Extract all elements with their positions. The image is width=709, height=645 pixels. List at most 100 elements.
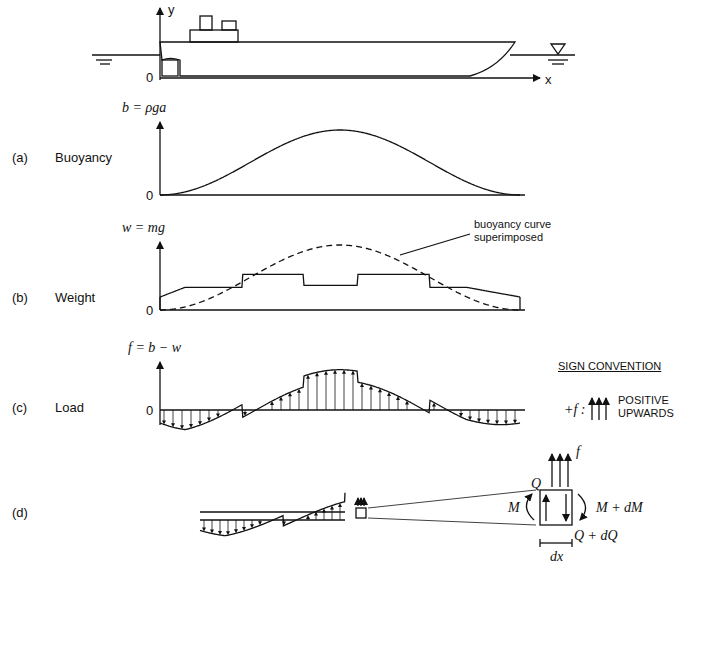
load-arrow [204, 520, 205, 529]
arrowhead [378, 388, 382, 392]
load-arrow [344, 373, 345, 410]
load-arrow [340, 506, 341, 520]
load-arrow [357, 498, 358, 506]
arrowhead [288, 392, 292, 396]
wheelhouse [222, 21, 236, 30]
load-arrow [326, 374, 327, 410]
arrowhead [216, 413, 220, 417]
arrowhead [189, 424, 193, 428]
arrowhead [306, 515, 310, 519]
x-axis [160, 77, 540, 78]
arrowhead [210, 530, 214, 534]
load-arrow [164, 410, 165, 421]
waterline [510, 54, 575, 55]
arrowhead [338, 503, 342, 507]
label: Buoyancy [55, 150, 112, 165]
ship-drawing [92, 8, 575, 80]
load-arrow [220, 520, 221, 532]
label: dx [550, 549, 563, 564]
load-arrow [332, 509, 333, 520]
arrowhead [486, 420, 490, 424]
sign-arrow [591, 398, 592, 420]
waterline [92, 54, 160, 55]
load-arrow [200, 410, 201, 422]
label: +f : [564, 402, 586, 417]
label: f [576, 444, 580, 459]
label: Weight [55, 290, 95, 305]
funnel [200, 16, 212, 30]
load-arrow [228, 520, 229, 532]
load-arrow [290, 395, 291, 410]
label: M [508, 500, 520, 515]
load-arrow [497, 410, 498, 422]
buoyancy-curve [160, 130, 520, 195]
load-arrow [488, 410, 489, 421]
load-arrow [191, 410, 192, 425]
label: y [168, 2, 175, 17]
load-arrow [362, 386, 363, 410]
element [540, 490, 572, 525]
arrowhead [243, 412, 247, 416]
f-arrow [567, 454, 568, 487]
label: x [545, 72, 552, 87]
arrowhead [504, 421, 508, 425]
f-arrow [551, 454, 552, 487]
weight-curve [519, 297, 520, 310]
load-arrow [236, 520, 237, 530]
moment-arrow [578, 494, 586, 520]
label: 0 [146, 303, 153, 318]
label: (a) [12, 150, 28, 165]
arrowhead [369, 385, 373, 389]
label: (b) [12, 290, 28, 305]
label: Q [531, 476, 541, 491]
load-curve-piece [200, 493, 345, 536]
zoom-line [368, 518, 536, 525]
arrowhead [279, 397, 283, 401]
sign-arrow [598, 398, 599, 420]
arrowhead [270, 401, 274, 405]
load-arrow [182, 410, 183, 426]
label: f = b − w [128, 340, 181, 355]
arrowhead [513, 420, 517, 424]
arrowhead [202, 528, 206, 532]
axis [159, 122, 160, 195]
arrowhead [226, 531, 230, 535]
load-arrow [281, 400, 282, 410]
rudder [162, 60, 178, 76]
water-mark [552, 63, 564, 64]
arrowhead [282, 522, 286, 526]
label: 0 [146, 403, 153, 418]
label: 0 [146, 70, 153, 85]
load-arrow [209, 410, 210, 419]
load-arrow [515, 410, 516, 421]
buoyancy-curve-dashed [160, 245, 520, 310]
arrowhead [495, 421, 499, 425]
axis [159, 242, 160, 310]
curves [160, 130, 520, 536]
axis [159, 362, 160, 425]
load-arrow [335, 373, 336, 410]
arrowhead [322, 508, 326, 512]
arrowhead [387, 392, 391, 396]
water-mark [100, 63, 110, 64]
arrowhead [207, 418, 211, 422]
moment-arrow [526, 494, 534, 520]
load-arrow [470, 410, 471, 417]
weight-curve [159, 297, 160, 310]
label: b = ρga [122, 100, 166, 115]
arrowhead [477, 418, 481, 422]
weight-curve [160, 274, 520, 297]
label: w = mg [122, 220, 165, 235]
sign-arrow [605, 398, 606, 420]
axis [160, 194, 525, 195]
label: SIGN CONVENTION [558, 360, 661, 373]
load-arrow [173, 410, 174, 424]
arrowhead [351, 371, 355, 375]
label: Q + dQ [574, 528, 618, 543]
arrowhead [432, 403, 436, 407]
small-element [356, 508, 366, 518]
arrowhead [198, 421, 202, 425]
load-curve [160, 370, 520, 430]
load-arrow [363, 498, 364, 506]
